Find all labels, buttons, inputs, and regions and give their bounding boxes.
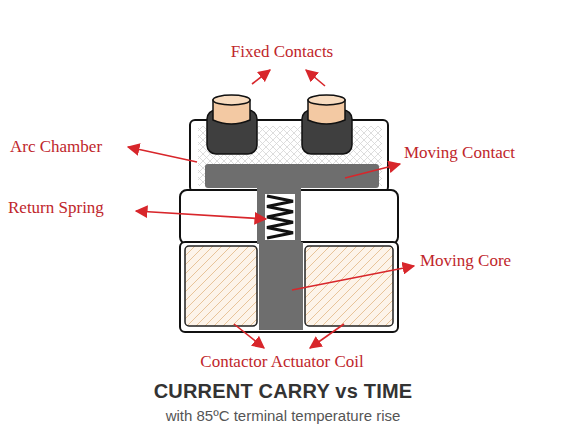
leader-arrow [128, 147, 197, 162]
actuator-coil-left [185, 246, 257, 326]
return-spring [267, 196, 293, 238]
part-label: Moving Core [420, 251, 511, 271]
actuator-coil-right [305, 246, 393, 326]
coil-housing [180, 242, 398, 332]
fixed-contact-right [302, 95, 352, 154]
leader-arrow [234, 324, 264, 348]
leader-arrow [292, 266, 414, 290]
fixed-contact-left [207, 95, 257, 154]
part-label: Moving Contact [404, 143, 515, 163]
moving-core [259, 242, 303, 330]
spring-housing [180, 190, 398, 244]
chart-title: CURRENT CARRY vs TIME [154, 380, 413, 403]
moving-contact-stem [257, 186, 301, 244]
leader-arrow [345, 164, 400, 178]
part-label: Fixed Contacts [231, 42, 333, 62]
leader-arrow [306, 70, 325, 86]
chart-subtitle: with 85ºC terminal temperature rise [166, 407, 401, 424]
spring-gap [265, 194, 295, 240]
leader-arrow [252, 70, 270, 84]
leader-arrow [310, 324, 344, 348]
leader-lines [128, 70, 414, 348]
part-label: Arc Chamber [10, 137, 102, 157]
leader-arrow [136, 211, 266, 219]
part-label: Return Spring [8, 198, 104, 218]
part-label: Contactor Actuator Coil [200, 352, 363, 372]
